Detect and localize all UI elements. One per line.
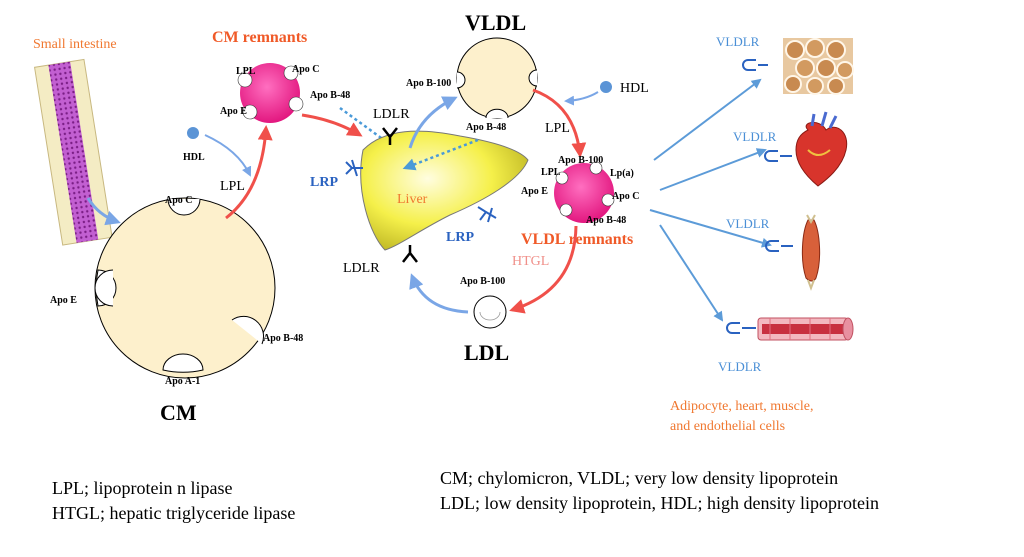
- apo-b48-liver-label: Apo B-48: [466, 122, 506, 133]
- lpl-left-label: LPL: [220, 179, 245, 194]
- apo-c-remnant-label: Apo C: [292, 64, 320, 75]
- legend-lpl: LPL; lipoprotein n lipase: [52, 478, 232, 498]
- apo-b48-vr-label: Apo B-48: [586, 215, 626, 226]
- to-endothelial-line: [659, 224, 724, 322]
- ldl-particle: [473, 295, 507, 329]
- apo-e-remnant-label: Apo E: [220, 106, 247, 117]
- apo-c-cm-label: Apo C: [165, 195, 193, 206]
- heart-image: [795, 111, 848, 187]
- liver-label: Liver: [397, 192, 428, 207]
- ldl-to-liver-arrow: [409, 273, 469, 314]
- hdl-to-cm-arrow: [204, 134, 252, 177]
- lrp-right-receptor: [477, 206, 497, 223]
- adipocyte-image: [783, 38, 854, 95]
- apo-b48-cm-label: Apo B-48: [263, 333, 303, 344]
- hdl-particle-top: [600, 81, 612, 93]
- legend-cm-vldl: CM; chylomicron, VLDL; very low density …: [440, 468, 838, 488]
- vldlr-label-2: VLDLR: [733, 129, 777, 144]
- remnant-to-ldl-arrow: [509, 225, 578, 314]
- lrp-left-receptor: [345, 159, 363, 177]
- liver-dotted-arrow: [402, 138, 479, 171]
- cm-remnants-label: CM remnants: [212, 29, 307, 46]
- legend-htgl: HTGL; hepatic triglyceride lipase: [52, 503, 295, 523]
- liver-image: [360, 130, 529, 251]
- htgl-label: HTGL: [512, 254, 549, 269]
- vldlr-label-1: VLDLR: [716, 34, 760, 49]
- vldlr-label-3: VLDLR: [726, 216, 770, 231]
- lrp-left-label: LRP: [310, 175, 338, 190]
- vldlr-receptor-4: [726, 322, 756, 334]
- vldl-particle: [456, 37, 538, 119]
- cm-to-remnant-arrow: [225, 125, 273, 220]
- ldlr-top-receptor: [382, 127, 398, 145]
- apo-b100-ldl-label: Apo B-100: [460, 276, 505, 287]
- lpl-remnant-label: LPL: [236, 66, 256, 77]
- apo-a1-cm-label: Apo A-1: [165, 376, 200, 387]
- apo-e-cm-label: Apo E: [50, 295, 77, 306]
- lpl-right-label: LPL: [545, 121, 570, 136]
- vldlr-receptor-2: [764, 150, 792, 162]
- apo-b100-vldl-label: Apo B-100: [406, 78, 451, 89]
- apo-b100-vr-label: Apo B-100: [558, 155, 603, 166]
- apo-c-vr-label: Apo C: [612, 191, 640, 202]
- small-intestine-label: Small intestine: [33, 37, 117, 52]
- hdl-top-label: HDL: [620, 81, 649, 96]
- hdl-left-label: HDL: [183, 152, 205, 163]
- cells-label-line2: and endothelial cells: [670, 419, 785, 434]
- ldlr-bottom-label: LDLR: [343, 261, 380, 276]
- vldlr-label-4: VLDLR: [718, 359, 762, 374]
- to-muscle-line: [649, 209, 772, 248]
- hdl-particle-left: [187, 127, 199, 139]
- to-adipocyte-line: [653, 78, 762, 161]
- cm-label: CM: [160, 400, 197, 425]
- lrp-right-label: LRP: [446, 230, 474, 245]
- vldl-remnants-label: VLDL remnants: [521, 231, 633, 248]
- apo-e-vr-label: Apo E: [521, 186, 548, 197]
- ldl-label: LDL: [464, 340, 509, 365]
- ldlr-top-label: LDLR: [373, 107, 410, 122]
- vldlr-receptor-1: [742, 59, 768, 71]
- lpl-vr-label: LPL: [541, 167, 561, 178]
- muscle-image: [801, 214, 821, 291]
- chylomicron-particle: [94, 197, 276, 379]
- vldl-remnant-particle: [554, 161, 615, 223]
- cm-remnant-particle: [237, 63, 304, 123]
- remnant-to-liver-arrow: [301, 113, 363, 137]
- liver-to-vldl-arrow: [408, 96, 458, 149]
- blood-vessel-image: [757, 317, 854, 341]
- cells-label-line1: Adipocyte, heart, muscle,: [670, 399, 813, 414]
- to-heart-line: [659, 148, 767, 191]
- lpa-label: Lp(a): [610, 168, 634, 179]
- intestine-to-cm-arrow: [86, 197, 121, 226]
- apo-b48-remnant-label: Apo B-48: [310, 90, 350, 101]
- vldl-to-remnant-arrow: [532, 88, 587, 158]
- hdl-to-vldl-arrow: [564, 91, 599, 106]
- small-intestine-image: [33, 58, 113, 246]
- ldlr-bottom-receptor: [402, 245, 418, 263]
- legend-ldl-hdl: LDL; low density lipoprotein, HDL; high …: [440, 493, 879, 513]
- vldl-label: VLDL: [465, 10, 526, 35]
- vldlr-receptor-3: [765, 240, 793, 252]
